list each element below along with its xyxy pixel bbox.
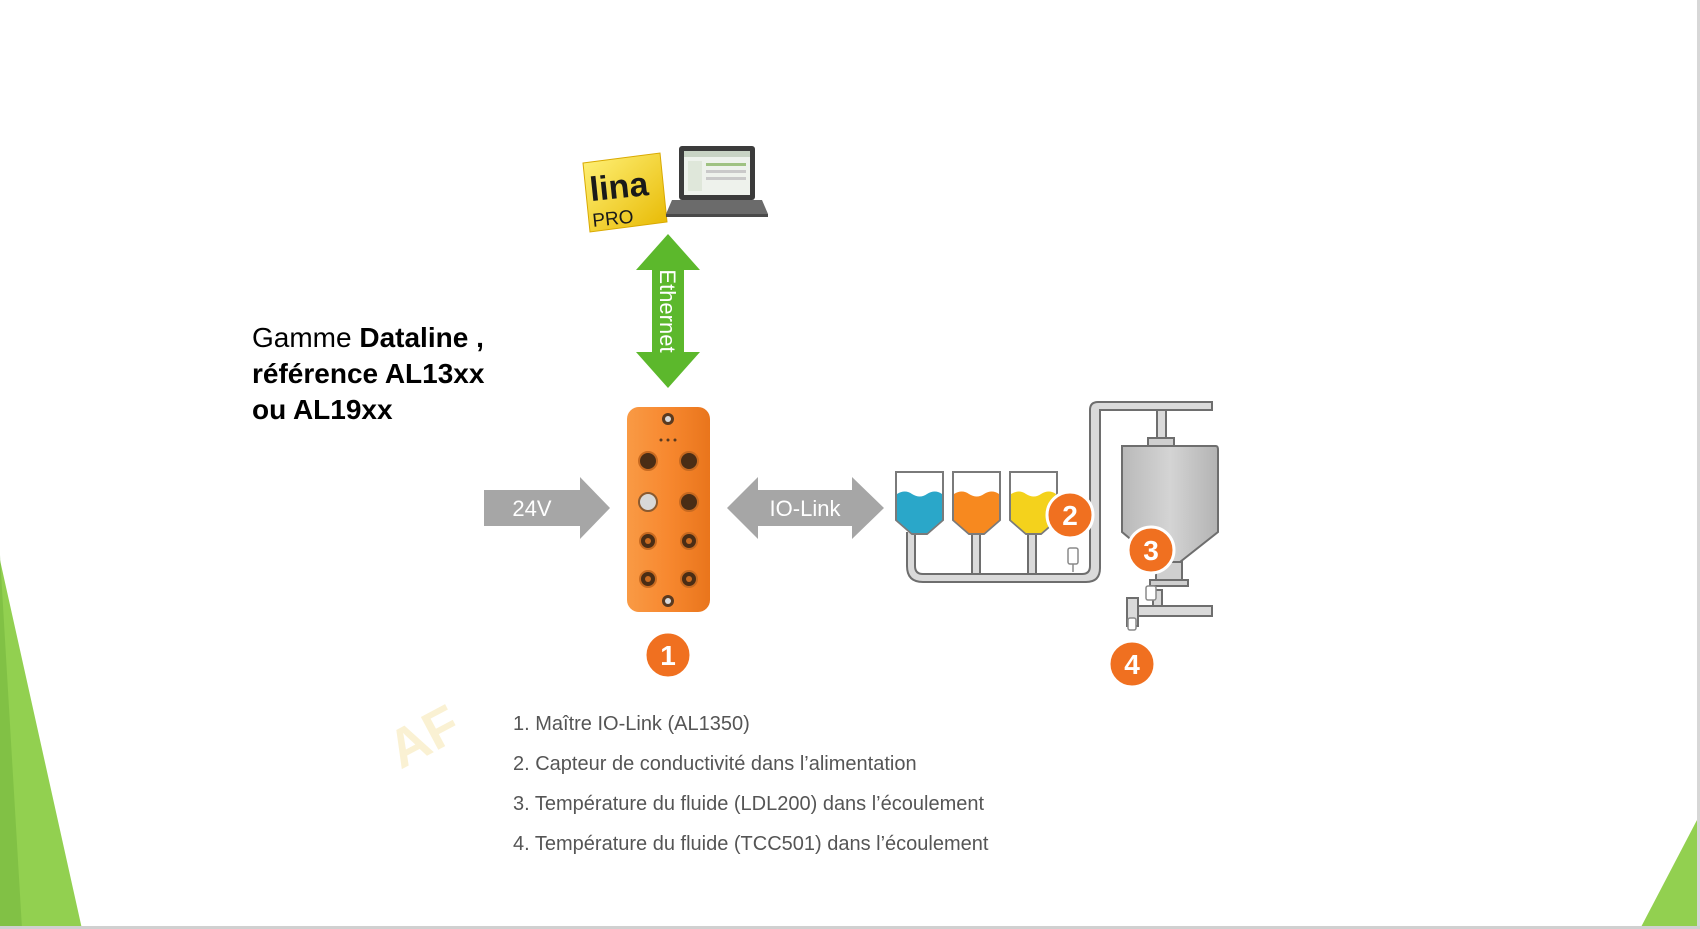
ethernet-label: Ethernet	[655, 269, 680, 352]
title-reference: référence AL13xx	[252, 358, 485, 389]
process-tank	[1121, 437, 1219, 587]
badge-4-label: 4	[1124, 649, 1140, 680]
slide-decoration-right	[1640, 820, 1697, 929]
title-reference-alt: ou AL19xx	[252, 394, 393, 425]
slide-border-right	[1697, 0, 1700, 929]
lina-pro-logo: lina PRO	[582, 152, 668, 233]
badge-3-label: 3	[1143, 535, 1159, 566]
temperature-sensor-ldl200-icon	[1145, 585, 1157, 601]
slide-decoration-left	[0, 555, 82, 929]
power-label: 24V	[512, 496, 551, 521]
tank-orange	[952, 471, 1001, 535]
badge-1: 1	[643, 630, 693, 680]
iolink-label: IO-Link	[770, 496, 842, 521]
power-arrow: 24V	[484, 477, 610, 539]
laptop-icon	[666, 146, 768, 217]
iolink-master-device	[627, 407, 710, 612]
badge-2-label: 2	[1062, 500, 1078, 531]
process-piping	[906, 401, 1213, 627]
logo-name: lina	[588, 165, 651, 209]
slide-decoration-left-dark	[0, 555, 22, 929]
tank-blue	[895, 471, 944, 535]
badge-4: 4	[1107, 639, 1157, 689]
ethernet-arrow: Ethernet	[636, 234, 700, 388]
iolink-arrow: IO-Link	[727, 477, 884, 539]
title-product: Dataline ,	[359, 322, 484, 353]
slide-title: Gamme Dataline , référence AL13xx ou AL1…	[252, 320, 572, 428]
title-prefix: Gamme	[252, 322, 360, 353]
legend-list: 1. Maître IO-Link (AL1350) 2. Capteur de…	[513, 704, 988, 864]
temperature-sensor-tcc501-icon	[1127, 617, 1137, 631]
legend-item-3: 3. Température du fluide (LDL200) dans l…	[513, 793, 985, 815]
slide-border-bottom	[0, 926, 1700, 929]
legend-item-1: 1. Maître IO-Link (AL1350)	[513, 713, 750, 735]
legend-item-4: 4. Température du fluide (TCC501) dans l…	[513, 833, 989, 855]
badge-2: 2	[1045, 490, 1095, 540]
badge-3: 3	[1126, 525, 1176, 575]
tank-yellow	[1009, 471, 1058, 535]
badge-1-label: 1	[660, 640, 676, 671]
legend-item-2: 2. Capteur de conductivité dans l’alimen…	[513, 753, 917, 775]
logo-sub: PRO	[591, 207, 634, 232]
conductivity-sensor-icon	[1067, 547, 1079, 572]
